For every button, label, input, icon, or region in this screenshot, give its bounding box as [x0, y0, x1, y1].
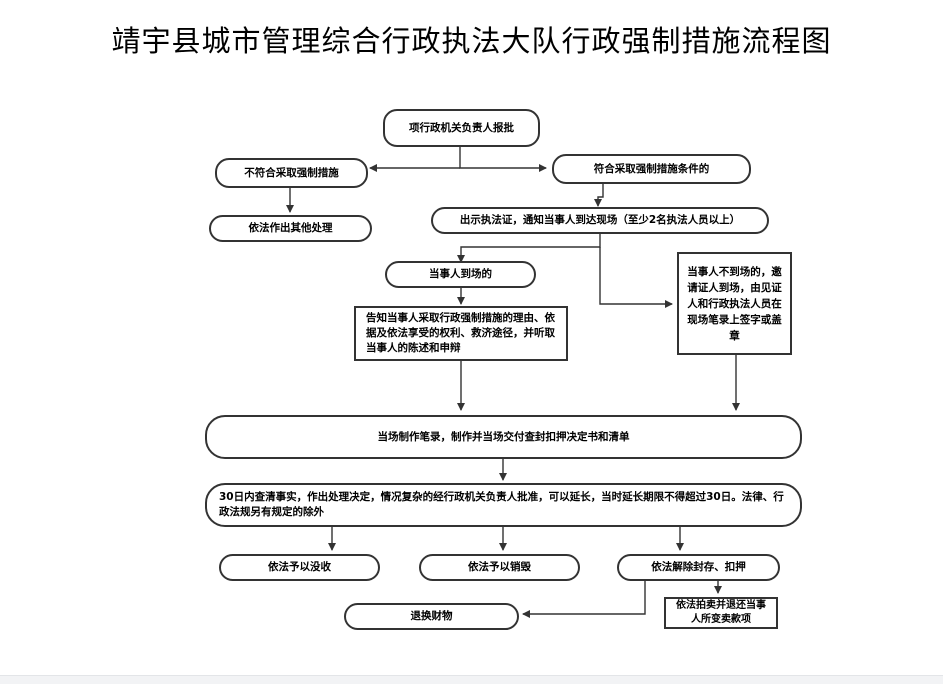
node-decision: 30日内查清事实，作出处理决定，情况复杂的经行政机关负责人批准，可以延长，当时延… [205, 483, 802, 527]
page-title: 靖宇县城市管理综合行政执法大队行政强制措施流程图 [111, 24, 832, 58]
connector-meet-showcert [594, 182, 604, 207]
node-party-absent-label: 当事人不到场的，邀请证人到场，由见证人和行政执法人员在现场笔录上签字或盖章 [687, 265, 782, 342]
node-confiscate: 依法予以没收 [219, 554, 380, 581]
node-record: 当场制作笔录，制作并当场交付查封扣押决定书和清单 [205, 415, 802, 459]
node-release-label: 依法解除封存、扣押 [651, 561, 746, 573]
node-party-present-label: 当事人到场的 [429, 268, 492, 280]
connector-approval-meet [459, 145, 547, 172]
node-other-handling-label: 依法作出其他处理 [248, 222, 333, 234]
node-auction: 依法拍卖并退还当事人所变卖款项 [664, 597, 778, 629]
node-party-present: 当事人到场的 [385, 261, 536, 288]
node-not-meet-label: 不符合采取强制措施 [244, 166, 339, 179]
node-record-label: 当场制作笔录，制作并当场交付查封扣押决定书和清单 [377, 430, 630, 443]
node-party-absent: 当事人不到场的，邀请证人到场，由见证人和行政执法人员在现场笔录上签字或盖章 [677, 252, 792, 355]
node-show-cert: 出示执法证，通知当事人到达现场（至少2名执法人员以上） [431, 207, 769, 234]
node-approval: 项行政机关负责人报批 [383, 109, 540, 147]
node-inform: 告知当事人采取行政强制措施的理由、依据及依法享受的权利、救济途径，并听取当事人的… [354, 306, 568, 361]
node-release: 依法解除封存、扣押 [617, 554, 780, 581]
node-approval-label: 项行政机关负责人报批 [409, 121, 514, 134]
node-show-cert-label: 出示执法证，通知当事人到达现场（至少2名执法人员以上） [459, 214, 741, 226]
node-return-property-label: 退换财物 [410, 610, 453, 622]
node-other-handling: 依法作出其他处理 [209, 215, 372, 242]
connector-showcert-absent [599, 247, 673, 308]
node-confiscate-label: 依法予以没收 [268, 561, 331, 573]
node-meet-label: 符合采取强制措施条件的 [593, 162, 710, 175]
node-not-meet: 不符合采取强制措施 [215, 158, 368, 188]
connector-release-return [522, 579, 646, 618]
node-meet: 符合采取强制措施条件的 [552, 154, 751, 184]
bottom-bar [0, 675, 943, 684]
node-auction-label: 依法拍卖并退还当事人所变卖款项 [676, 600, 766, 625]
node-inform-label: 告知当事人采取行政强制措施的理由、依据及依法享受的权利、救济途径，并听取当事人的… [366, 312, 555, 354]
connector-showcert-present [457, 233, 601, 263]
node-return-property: 退换财物 [344, 603, 519, 630]
node-destroy-label: 依法予以销毁 [468, 561, 531, 573]
node-decision-label: 30日内查清事实，作出处理决定，情况复杂的经行政机关负责人批准，可以延长，当时延… [219, 491, 784, 518]
node-destroy: 依法予以销毁 [419, 554, 580, 581]
